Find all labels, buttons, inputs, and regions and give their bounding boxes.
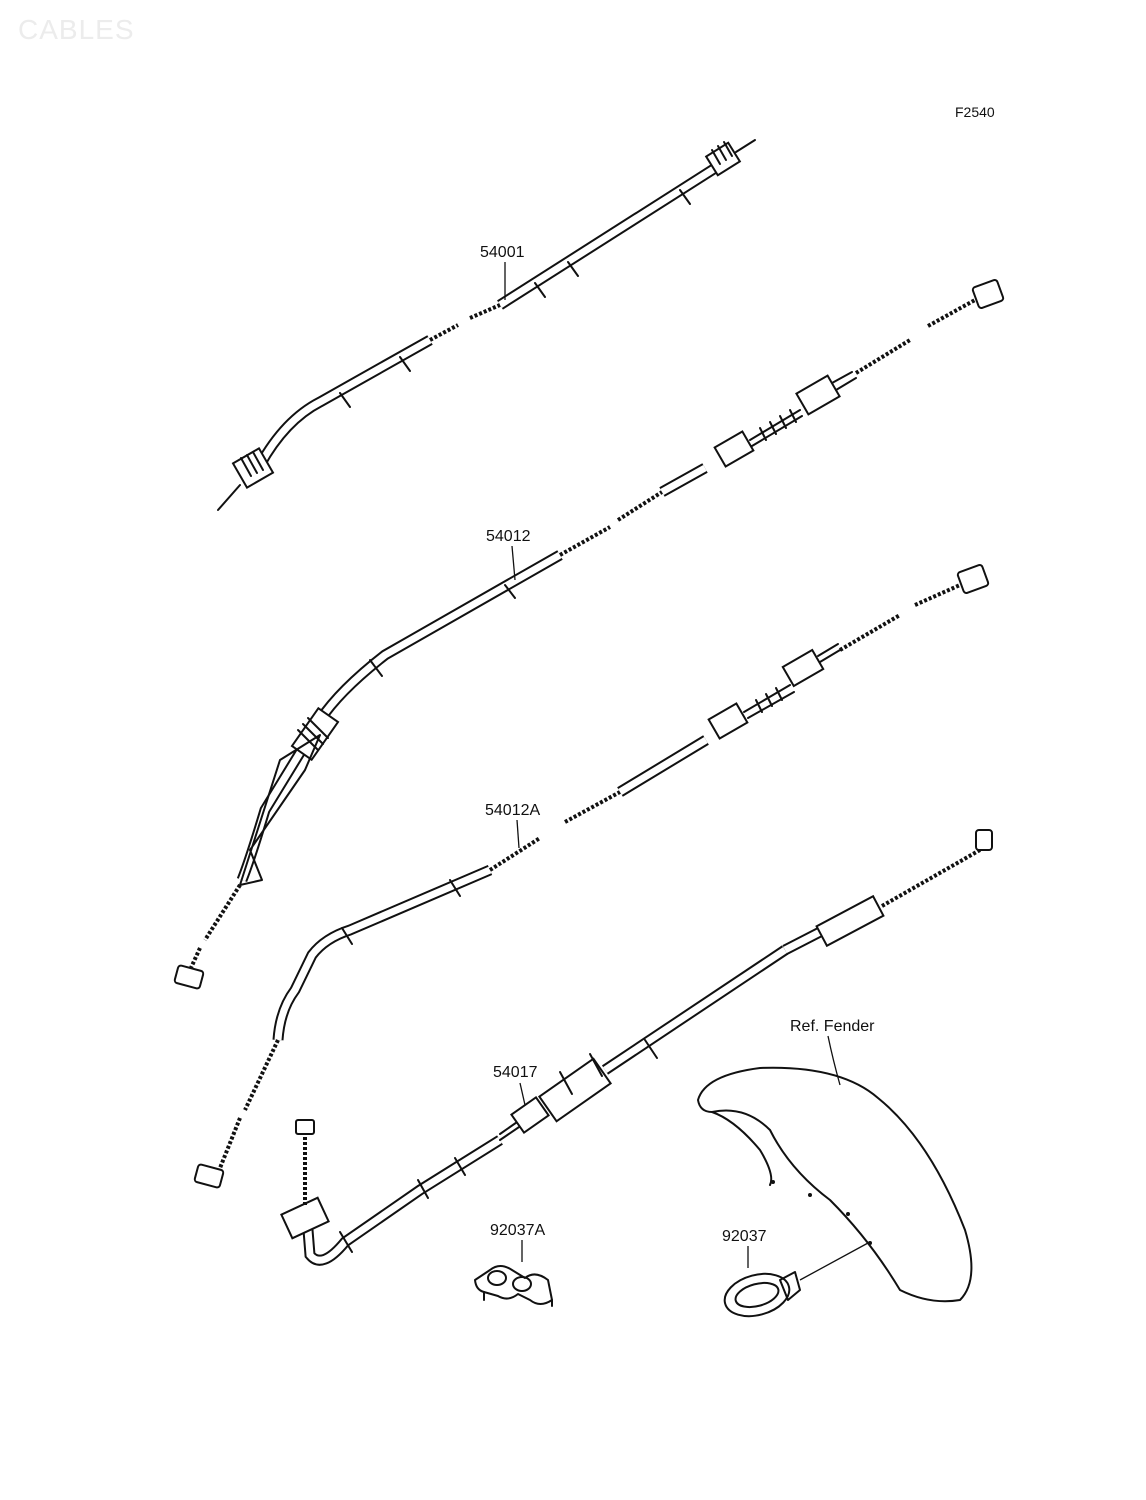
- callout-92037: 92037: [722, 1228, 767, 1245]
- throttle-cable-54012: [173, 279, 1005, 990]
- leader-lines: [504, 262, 869, 1281]
- speedometer-cable: [217, 139, 756, 511]
- throttle-cable-54012a: [193, 564, 990, 1189]
- callout-ref-fender: Ref. Fender: [790, 1018, 875, 1035]
- callout-54012a: 54012A: [485, 802, 541, 819]
- clutch-cable: [280, 829, 993, 1266]
- callout-54001: 54001: [480, 244, 525, 261]
- figure-code: F2540: [955, 104, 995, 120]
- fender-outline: [697, 1066, 973, 1303]
- clamp-92037a: [474, 1265, 553, 1307]
- watermark: CABLES: [18, 14, 135, 45]
- callout-92037a: 92037A: [490, 1222, 546, 1239]
- callout-54017: 54017: [493, 1064, 538, 1081]
- callout-54012: 54012: [486, 528, 531, 545]
- guide-92037: [723, 1271, 801, 1318]
